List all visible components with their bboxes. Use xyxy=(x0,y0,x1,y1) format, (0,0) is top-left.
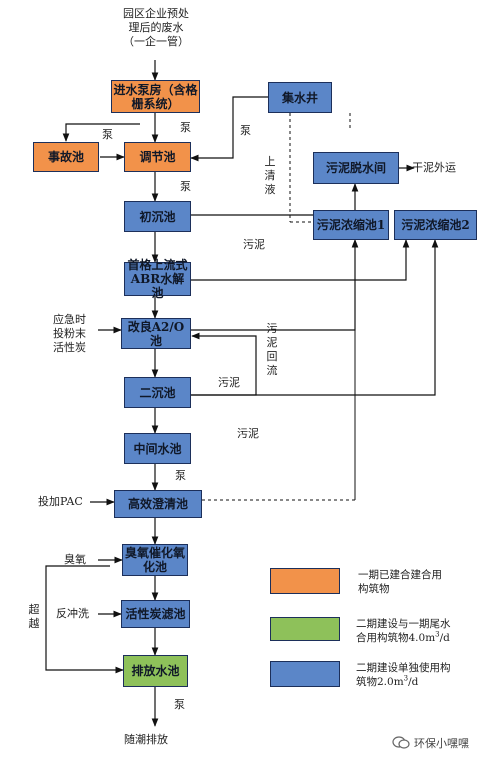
collection-well-label: 集水井 xyxy=(281,90,318,105)
ozone-line1: 臭氧催化氧 xyxy=(124,546,185,560)
ozone-input-label: 臭氧 xyxy=(64,553,86,566)
legend-3-line2a: 筑物2.0m xyxy=(356,676,404,688)
intake-pump-house-box: 进水泵房（含格 栅系统） xyxy=(111,80,200,113)
accident-pool-box: 事故池 xyxy=(33,142,99,172)
sludge-label-3: 污泥 xyxy=(237,427,259,440)
pump-label-1: 泵 xyxy=(102,128,113,141)
legend-3-sup: 3 xyxy=(403,674,409,683)
legend-2-sup: 3 xyxy=(435,630,440,639)
sludge-return-label: 污泥回流 xyxy=(266,322,278,377)
legend-swatch-orange xyxy=(270,568,340,594)
abr-hydrolysis-box: 首格上流式 ABR水解池 xyxy=(124,258,191,300)
activated-carbon-filter-label: 活性炭滤池 xyxy=(125,607,186,621)
emergency-line3: 活性炭 xyxy=(53,341,86,354)
sludge-thickener-2-label: 污泥浓缩池2 xyxy=(401,218,470,232)
pump-label-4: 泵 xyxy=(180,180,191,193)
equalization-tank-label: 调节池 xyxy=(139,150,176,164)
secondary-clarifier-box: 二沉池 xyxy=(124,377,191,408)
sludge-label-1: 污泥 xyxy=(243,238,265,251)
activated-carbon-filter-box: 活性炭滤池 xyxy=(121,600,190,628)
legend-3-line2: 筑物2.0m3/d xyxy=(356,675,451,689)
emergency-line2: 投粉末 xyxy=(53,327,86,340)
legend-swatch-blue xyxy=(270,661,340,687)
legend-swatch-green xyxy=(270,617,340,641)
emergency-carbon-label: 应急时 投粉末 活性炭 xyxy=(53,313,86,355)
sludge-thickener-1-box: 污泥浓缩池1 xyxy=(313,210,389,240)
pump-label-5: 泵 xyxy=(175,469,186,482)
pump-label-6: 泵 xyxy=(174,698,185,711)
sludge-thickener-1-label: 污泥浓缩池1 xyxy=(316,218,386,232)
high-efficiency-clarifier-label: 高效澄清池 xyxy=(127,497,188,511)
watermark: 环保小嘿嘿 xyxy=(392,735,469,751)
ozone-oxidation-box: 臭氧催化氧 化池 xyxy=(122,544,188,576)
backwash-label: 反冲洗 xyxy=(56,607,89,620)
dry-sludge-label: 干泥外运 xyxy=(412,161,456,174)
legend-1-line2: 构筑物 xyxy=(358,583,390,595)
secondary-clarifier-label: 二沉池 xyxy=(139,385,176,400)
source-line2: 理后的废水 xyxy=(128,21,184,34)
intake-line1: 进水泵房（含格 xyxy=(113,82,198,97)
watermark-text: 环保小嘿嘿 xyxy=(414,737,469,750)
supernatant-label: 上清液 xyxy=(264,155,276,196)
discharge-pool-box: 排放水池 xyxy=(123,655,188,687)
abr-line1: 首格上流式 xyxy=(127,258,188,272)
high-efficiency-clarifier-box: 高效澄清池 xyxy=(114,490,202,518)
accident-pool-label: 事故池 xyxy=(47,150,84,164)
ozone-line2: 化池 xyxy=(142,560,167,574)
source-line1: 园区企业预处 xyxy=(123,7,189,20)
sludge-label-2: 污泥 xyxy=(218,376,240,389)
intermediate-tank-box: 中间水池 xyxy=(124,433,191,464)
pump-label-3: 泵 xyxy=(240,124,251,137)
bypass-label: 超越 xyxy=(28,603,40,630)
primary-clarifier-box: 初沉池 xyxy=(124,201,191,232)
legend-2-line2: 合用构筑物4.0m3/d xyxy=(356,631,451,645)
legend-3-line2b: /d xyxy=(408,676,419,688)
legend-1-line1: 一期已建合建合用 xyxy=(358,569,442,581)
sludge-dewatering-label: 污泥脱水间 xyxy=(325,161,386,175)
collection-well-box: 集水井 xyxy=(268,82,332,113)
primary-clarifier-label: 初沉池 xyxy=(139,209,176,224)
pump-label-2: 泵 xyxy=(180,121,191,134)
legend-item-1: 一期已建合建合用 构筑物 xyxy=(358,568,442,596)
wechat-icon xyxy=(392,736,410,749)
intake-line2: 栅系统） xyxy=(131,96,180,111)
legend-item-3: 二期建设单独使用构 筑物2.0m3/d xyxy=(356,661,451,689)
legend-item-2: 二期建设与一期尾水 合用构筑物4.0m3/d xyxy=(356,617,451,645)
sludge-dewatering-box: 污泥脱水间 xyxy=(313,152,399,184)
legend-2-line1: 二期建设与一期尾水 xyxy=(356,618,451,630)
sludge-thickener-2-box: 污泥浓缩池2 xyxy=(394,210,477,240)
abr-line2: ABR水解池 xyxy=(130,272,185,300)
a2o-tank-label: 改良A2/O池 xyxy=(127,319,185,348)
tide-discharge-label: 随潮排放 xyxy=(124,733,168,746)
source-text: 园区企业预处 理后的废水 （一企一管） xyxy=(120,7,192,49)
pac-dosing-label: 投加PAC xyxy=(38,495,83,508)
legend-2-line2b: /d xyxy=(439,632,450,644)
a2o-tank-box: 改良A2/O池 xyxy=(121,318,191,349)
legend-2-line2a: 合用构筑物4.0m xyxy=(356,632,436,644)
discharge-pool-label: 排放水池 xyxy=(131,664,180,678)
intermediate-tank-label: 中间水池 xyxy=(133,441,182,456)
equalization-tank-box: 调节池 xyxy=(124,142,191,172)
legend-3-line1: 二期建设单独使用构 xyxy=(356,662,451,674)
emergency-line1: 应急时 xyxy=(53,313,86,326)
source-line3: （一企一管） xyxy=(123,35,189,48)
